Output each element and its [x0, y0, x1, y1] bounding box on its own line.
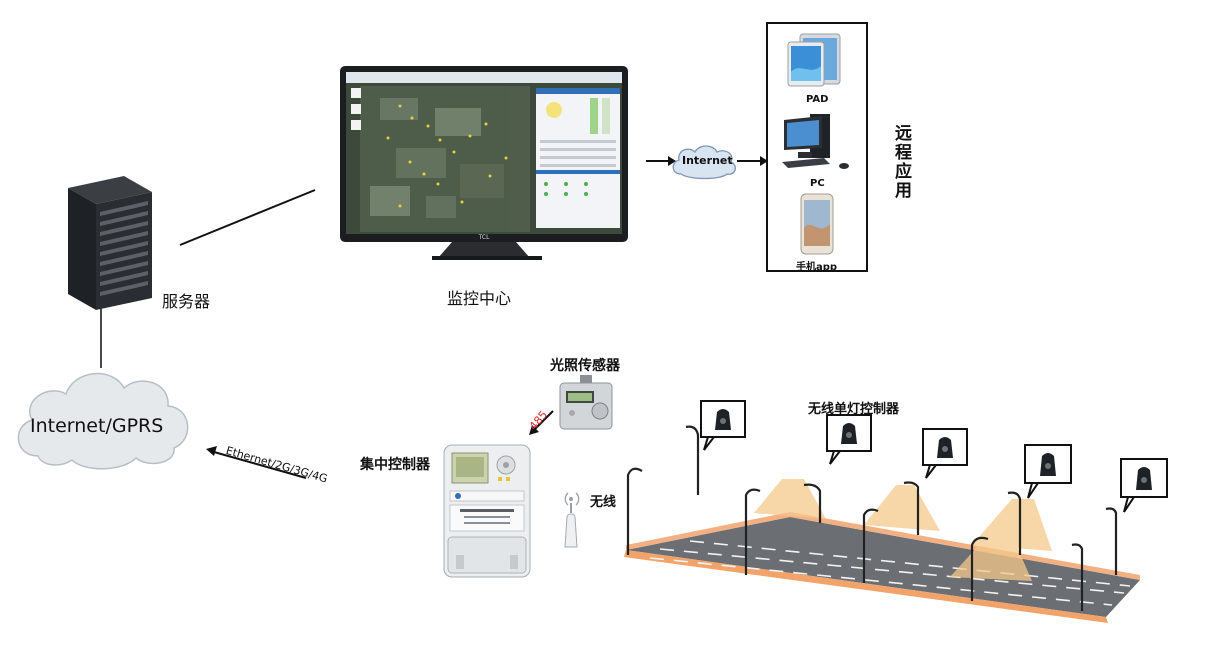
lamp-controller-icon: [700, 400, 746, 451]
phone-app-label: 手机app: [796, 262, 838, 273]
monitor-map-icon: TCL: [340, 66, 628, 260]
internet-gprs-label: Internet/GPRS: [30, 415, 164, 437]
monitor-brand: TCL: [478, 234, 491, 241]
rs485-arrowhead: [529, 425, 539, 435]
concentrator-meter-icon: [443, 444, 531, 578]
light-cone: [864, 485, 940, 531]
lamp-controller-icon: [826, 414, 872, 465]
light-cone: [754, 479, 826, 519]
light-cone: [950, 535, 1032, 581]
cloud-icon: [17, 372, 189, 470]
smartphone-icon: [800, 193, 834, 255]
tablet-icon: [787, 33, 841, 87]
rs485-arrow-line: [533, 410, 554, 431]
ethernet-link-line: [213, 451, 307, 479]
wireless-label: 无线: [590, 495, 617, 510]
remote-devices-box: [766, 22, 868, 272]
lamp-pole: [803, 483, 822, 523]
ethernet-link-arrowhead: [206, 446, 217, 456]
lamp-pole: [903, 481, 920, 535]
desktop-pc-icon: [782, 114, 849, 169]
monitor-center-label: 监控中心: [447, 289, 512, 308]
lamp-pole: [1105, 507, 1118, 575]
server-monitor-link: [179, 189, 316, 246]
lamp-controller-icon: [1120, 458, 1168, 513]
pad-label: PAD: [806, 94, 829, 105]
concentrator-label: 集中控制器: [360, 457, 430, 473]
remote-app-label: 远程应用: [891, 124, 911, 200]
lamp-controller-icon: [922, 428, 968, 479]
server-tower-icon: [68, 176, 152, 310]
monitor-internet-arrowhead: [668, 156, 676, 166]
lamp-pole: [1007, 491, 1022, 555]
internet-remote-arrowhead: [760, 156, 768, 166]
internet-cloud-icon: [672, 145, 737, 180]
lamp-pole: [1071, 543, 1084, 611]
lamp-controller-icon: [1024, 444, 1072, 499]
lamp-pole: [626, 467, 643, 555]
lamp-pole: [862, 508, 879, 583]
lamp-pole: [970, 536, 989, 601]
light-sensor-label: 光照传感器: [550, 358, 620, 374]
wireless-antenna-icon: [564, 492, 580, 548]
light-sensor-icon: [559, 375, 613, 430]
road-surface: [626, 517, 1140, 617]
lamp-pole: [685, 425, 700, 495]
lamp-pole: [744, 488, 761, 575]
internet-bubble-label: Internet: [682, 154, 733, 167]
pc-label: PC: [810, 178, 825, 189]
road-scene: [624, 425, 1140, 623]
single-lamp-controller-label: 无线单灯控制器: [808, 402, 900, 417]
server-label: 服务器: [162, 292, 211, 311]
